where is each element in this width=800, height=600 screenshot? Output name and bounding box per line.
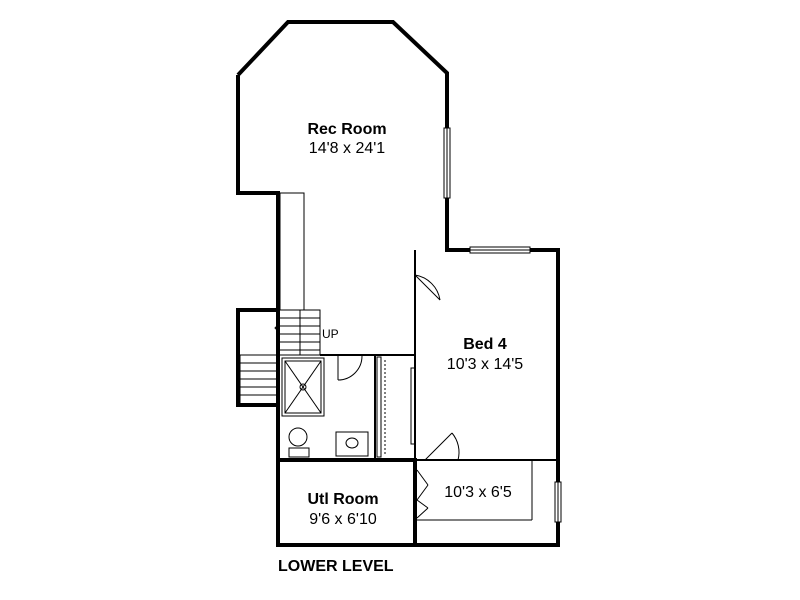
- staircase: [274, 192, 321, 356]
- sink: [335, 431, 369, 457]
- bed4-dimensions: 10'3 x 14'5: [447, 356, 523, 373]
- bed4-door-top: [414, 274, 441, 301]
- rec-room-name: Rec Room: [307, 121, 386, 138]
- rec-room-dimensions: 14'8 x 24'1: [309, 140, 385, 157]
- bed4-window: [469, 246, 531, 254]
- utl-room-dimensions: 9'6 x 6'10: [309, 511, 377, 528]
- closet-dimensions: 10'3 x 6'5: [444, 484, 512, 501]
- stair-up-label: UP: [322, 327, 339, 341]
- shower: [281, 357, 325, 417]
- utl-room-name: Utl Room: [307, 491, 378, 508]
- bed4-door-bottom: [424, 432, 460, 461]
- hall-closet-doors: [376, 356, 416, 458]
- bath-door: [337, 355, 363, 381]
- rec-room-window: [443, 127, 451, 199]
- exterior-walls: [236, 20, 560, 547]
- closet-window: [554, 481, 562, 523]
- closet-bifold-doors: [416, 469, 429, 519]
- exterior-steps: [239, 354, 279, 406]
- toilet: [288, 427, 310, 458]
- level-label: LOWER LEVEL: [278, 558, 394, 575]
- bed4-name: Bed 4: [463, 336, 507, 353]
